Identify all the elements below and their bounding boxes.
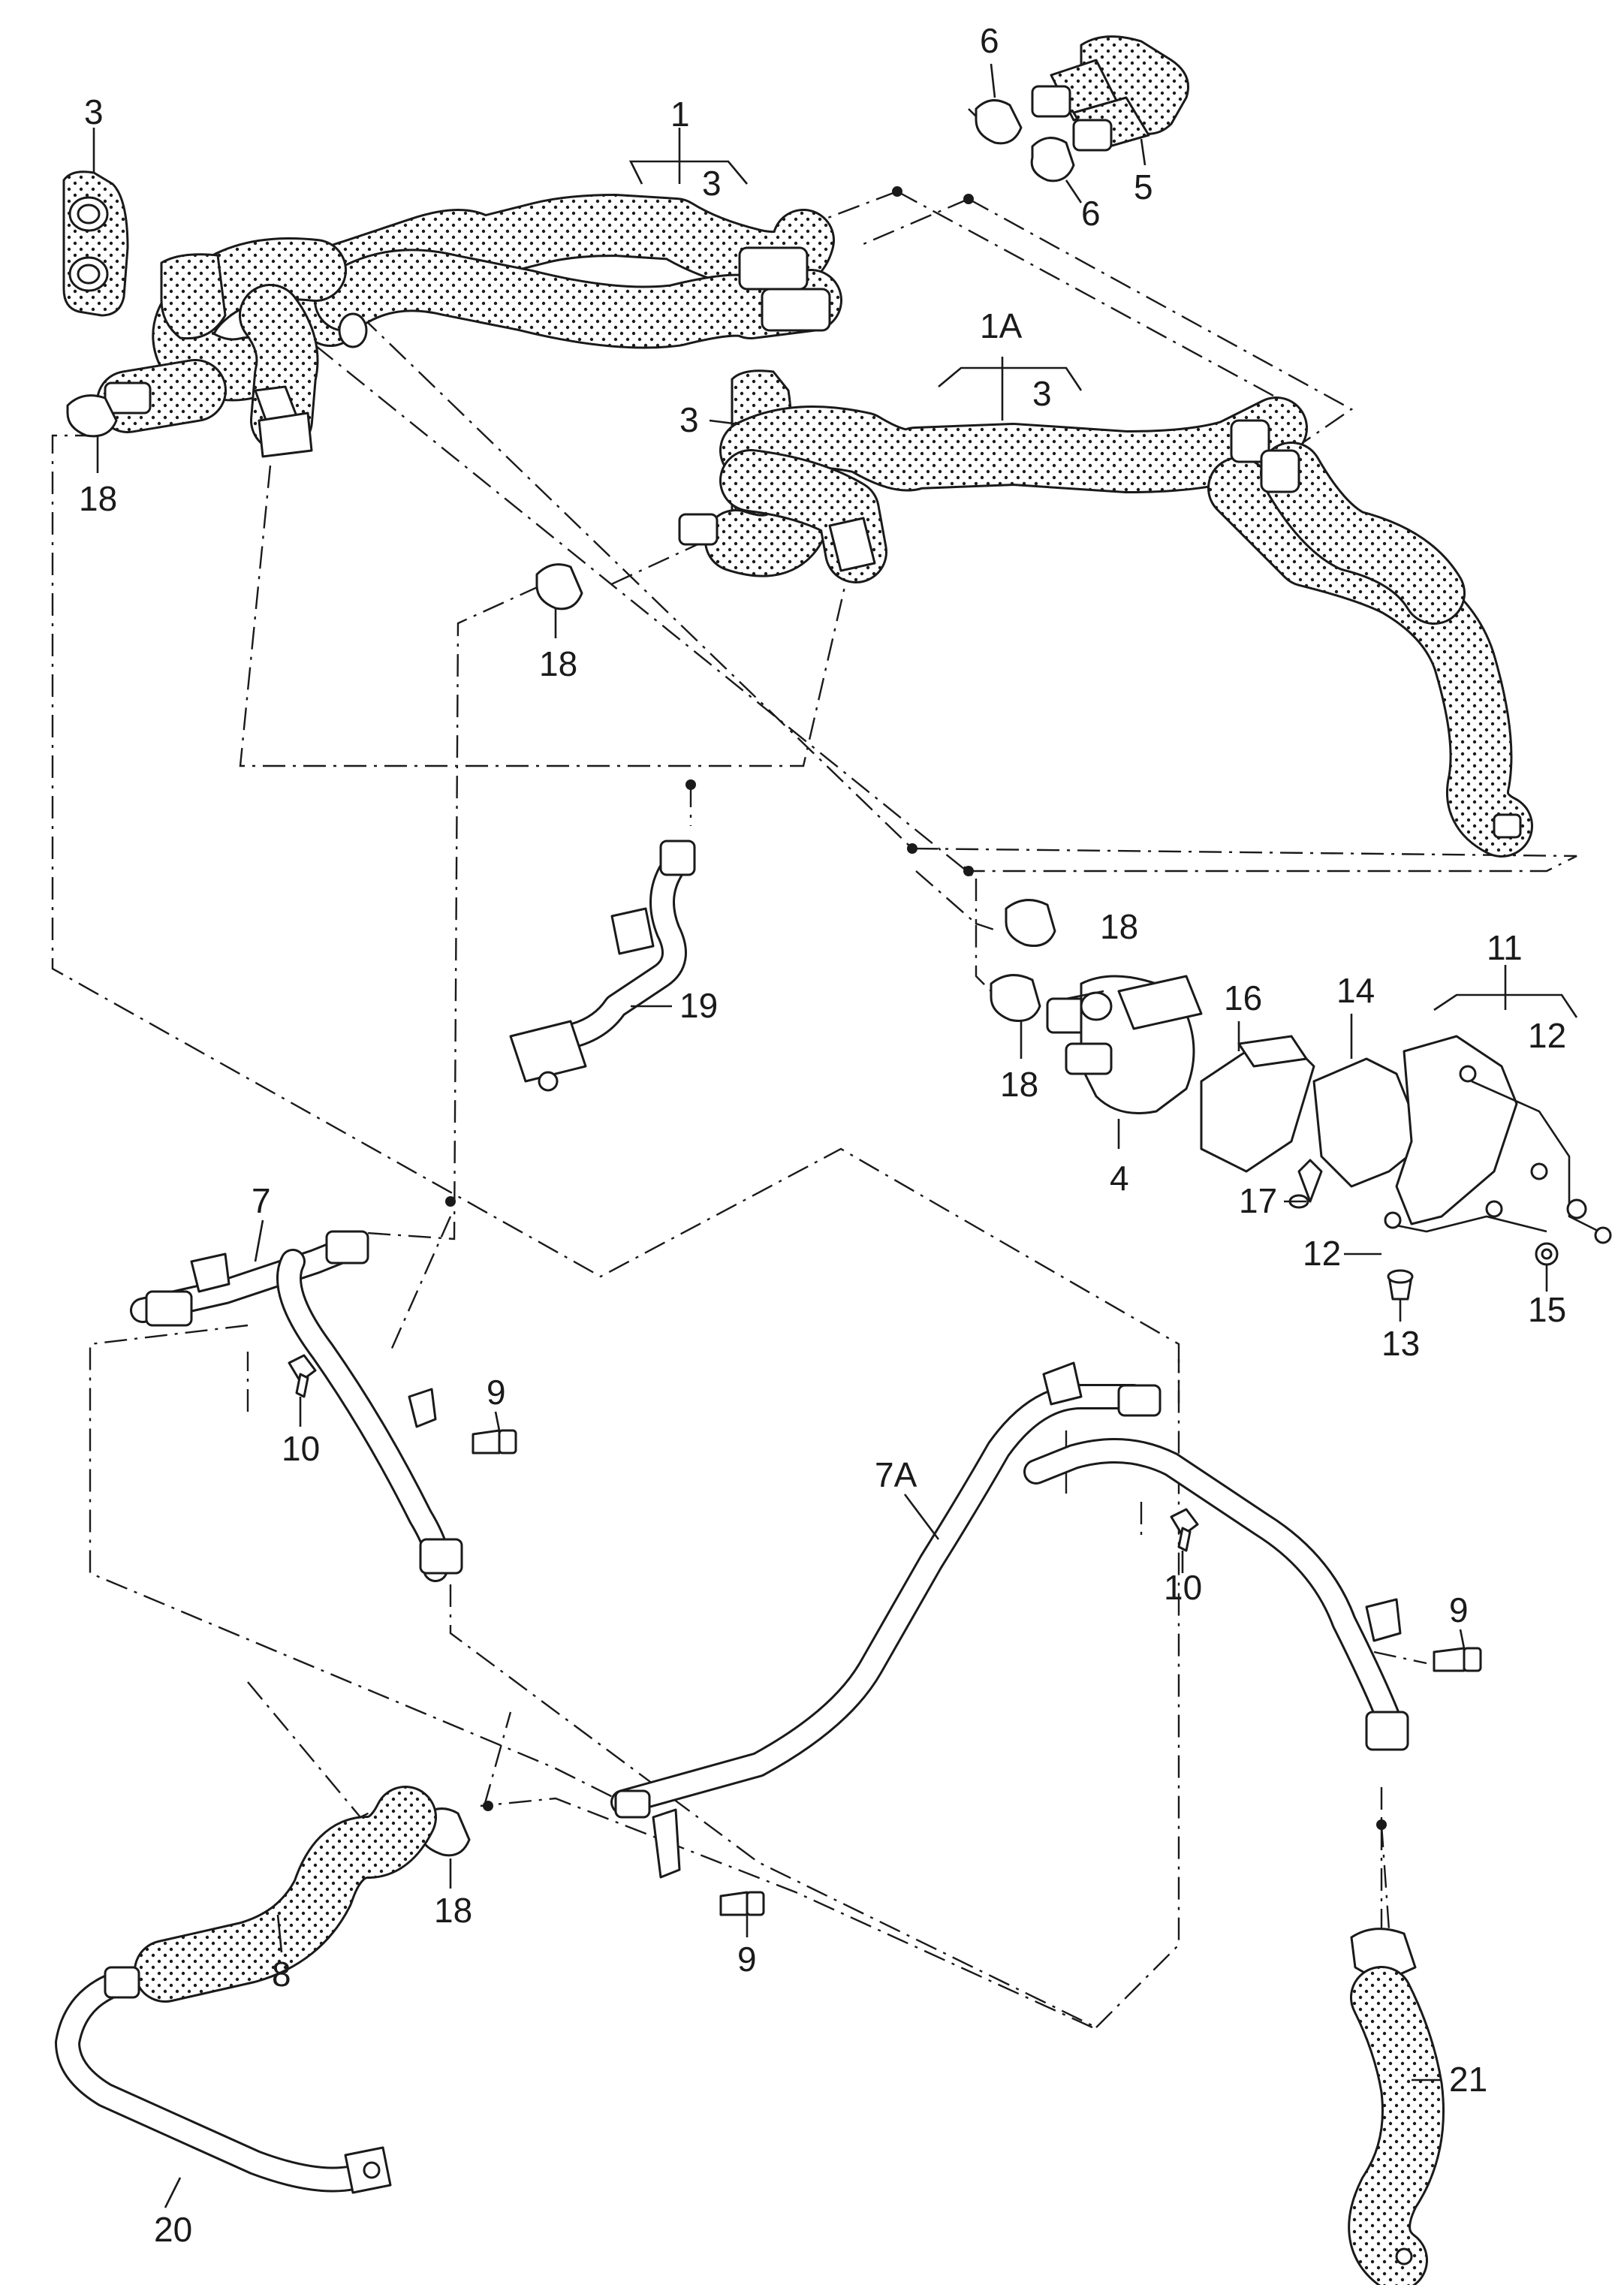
junction-dots <box>445 186 1387 1830</box>
pipe-part-7a <box>610 1361 1409 1879</box>
hose-part-8 <box>134 1786 437 2003</box>
callout-3-top: 3 <box>84 92 104 131</box>
pipe-part-19 <box>509 840 696 1092</box>
callout-3-mid: 3 <box>679 400 699 439</box>
callout-20: 20 <box>154 2210 192 2249</box>
callout-6-top: 6 <box>980 21 999 60</box>
callout-1: 1 <box>670 95 690 134</box>
callout-18-b: 18 <box>539 644 577 683</box>
brace-1 <box>628 128 748 185</box>
callout-6-bottom: 6 <box>1081 194 1101 233</box>
callout-8: 8 <box>272 1955 291 1994</box>
screw-part-10-a <box>288 1354 317 1398</box>
clamp-part-18-d <box>990 974 1041 1022</box>
callout-9-a: 9 <box>487 1373 506 1412</box>
screw-part-10-b <box>1170 1508 1199 1552</box>
callout-18-c: 18 <box>1100 907 1138 946</box>
callout-3-brace-1a: 3 <box>1032 374 1052 413</box>
callout-labels: 3 1 3 6 6 5 1A 3 3 18 18 18 18 19 16 14 … <box>79 21 1566 2249</box>
callout-9-b: 9 <box>1449 1590 1469 1629</box>
callout-5: 5 <box>1134 167 1153 206</box>
hose-assembly-1a <box>678 369 1533 858</box>
callout-18-e: 18 <box>434 1891 472 1930</box>
callout-18-d: 18 <box>1000 1065 1038 1104</box>
callout-4: 4 <box>1110 1159 1129 1198</box>
hose-assembly-1 <box>96 194 842 458</box>
brace-11 <box>1433 965 1578 1018</box>
callout-15: 15 <box>1528 1290 1566 1329</box>
callout-12-brace: 12 <box>1528 1016 1566 1055</box>
brace-1a <box>938 357 1083 421</box>
nut-part-15 <box>1535 1242 1559 1266</box>
connector-part-5 <box>1031 35 1189 152</box>
screw-part-17 <box>1288 1159 1323 1209</box>
callout-21: 21 <box>1449 2060 1487 2099</box>
callout-11: 11 <box>1487 928 1523 967</box>
callout-13: 13 <box>1381 1324 1420 1363</box>
callout-10-a: 10 <box>282 1429 320 1468</box>
callout-17: 17 <box>1239 1181 1277 1220</box>
clamp-part-18-c <box>1005 899 1056 947</box>
callout-12: 12 <box>1303 1234 1341 1273</box>
hose-part-21 <box>1348 1928 1445 2285</box>
callout-7: 7 <box>252 1181 271 1220</box>
callout-1a: 1A <box>980 306 1023 345</box>
callout-14: 14 <box>1336 971 1375 1010</box>
pipe-part-20 <box>55 1966 392 2194</box>
clamp-part-18-b <box>535 563 583 610</box>
grommet-part-3-top <box>62 170 129 317</box>
clamp-part-6 <box>968 99 1075 182</box>
nut-part-13 <box>1387 1269 1414 1301</box>
bracket-part-16 <box>1200 1035 1315 1173</box>
callout-16: 16 <box>1224 978 1262 1017</box>
screw-part-9-c <box>719 1891 765 1916</box>
bracket-part-11 <box>1384 1035 1612 1244</box>
leader-lines <box>92 63 1548 2208</box>
pipe-part-7 <box>130 1230 463 1582</box>
clamp-part-18-a <box>66 394 118 438</box>
callout-10-b: 10 <box>1164 1568 1202 1607</box>
callout-7a: 7A <box>875 1455 917 1494</box>
callout-9-c: 9 <box>737 1940 757 1979</box>
pump-part-4 <box>1046 975 1203 1114</box>
callout-3-brace-1: 3 <box>702 164 722 203</box>
callout-19: 19 <box>679 986 718 1025</box>
screw-part-9-b <box>1433 1647 1482 1672</box>
screw-part-9-a <box>472 1429 517 1455</box>
callout-18-a: 18 <box>79 479 117 518</box>
